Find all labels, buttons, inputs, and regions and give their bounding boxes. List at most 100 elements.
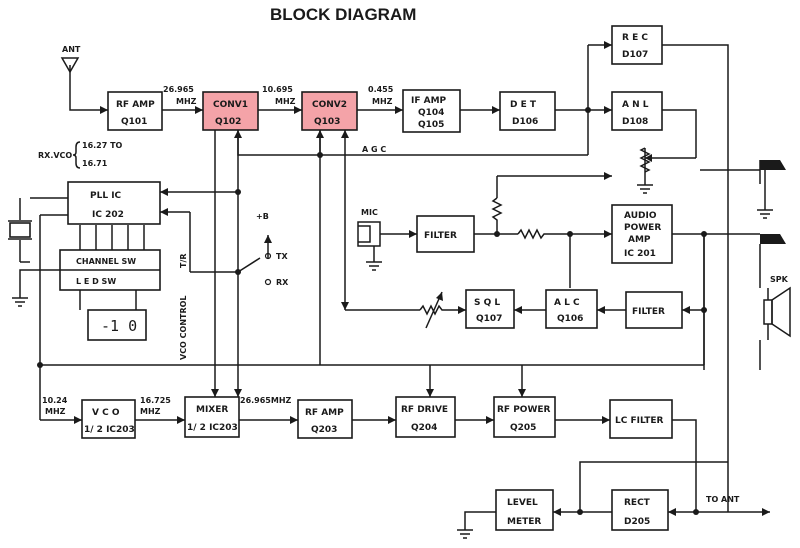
mic-label: MIC — [361, 208, 378, 217]
vco-block: V C O 1/ 2 IC203 — [81, 399, 136, 439]
svg-text:-1 0: -1 0 — [101, 317, 137, 335]
resistor-icon — [491, 147, 651, 240]
jack-icon — [760, 160, 786, 244]
svg-text:AUDIO: AUDIO — [624, 211, 657, 221]
svg-text:D205: D205 — [624, 517, 650, 527]
svg-text:16.27 TO: 16.27 TO — [82, 141, 123, 150]
svg-text:FILTER: FILTER — [632, 307, 665, 317]
svg-text:MHZ: MHZ — [45, 407, 66, 416]
svg-text:Q203: Q203 — [311, 425, 337, 435]
rx-vco-brace — [72, 141, 81, 169]
svg-text:FILTER: FILTER — [424, 231, 457, 241]
sql-q107-block: S Q L Q107 — [465, 289, 515, 329]
svg-text:Q104: Q104 — [418, 108, 444, 118]
rec-d107-block: R E C D107 — [611, 25, 663, 65]
svg-text:A N L: A N L — [622, 100, 649, 110]
svg-text:Q101: Q101 — [121, 117, 147, 127]
crystal-icon — [8, 220, 32, 240]
svg-text:0.455: 0.455 — [368, 85, 394, 94]
plus-b-label: +B — [256, 212, 269, 221]
arrowheads — [74, 41, 770, 516]
pll-ic202-block: PLL IC IC 202 — [67, 181, 161, 225]
svg-text:D107: D107 — [622, 50, 648, 60]
speaker-icon — [763, 286, 791, 340]
svg-text:RX.VCO: RX.VCO — [38, 151, 72, 160]
svg-text:MHZ: MHZ — [275, 97, 296, 106]
svg-text:RF AMP: RF AMP — [116, 100, 155, 110]
rect-d205-block: RECT D205 — [611, 489, 669, 531]
svg-text:CONV2: CONV2 — [312, 100, 347, 110]
svg-text:L E D SW: L E D SW — [76, 277, 116, 286]
rf-amp-q101-block: RF AMP Q101 — [107, 91, 163, 131]
svg-text:RF POWER: RF POWER — [497, 405, 551, 415]
svg-text:Q107: Q107 — [476, 314, 502, 324]
svg-text:MHZ: MHZ — [372, 97, 393, 106]
junctions — [37, 107, 707, 515]
svg-text:CHANNEL SW: CHANNEL SW — [76, 257, 136, 266]
rx-contact — [264, 278, 272, 286]
svg-text:1/ 2 IC203: 1/ 2 IC203 — [187, 423, 238, 433]
svg-text:10.695: 10.695 — [262, 85, 293, 94]
svg-text:AMP: AMP — [628, 235, 651, 245]
det-d106-block: D E T D106 — [499, 91, 556, 131]
rf-drive-block: RF DRIVE Q204 — [395, 396, 456, 438]
vco-control-label: VCO CONTROL — [179, 295, 188, 360]
lc-filter-block: LC FILTER — [609, 399, 673, 439]
rf-amp-q203-block: RF AMP Q203 — [297, 399, 353, 439]
svg-text:Q103: Q103 — [314, 117, 340, 127]
anl-d108-block: A N L D108 — [611, 91, 663, 131]
filter-block-1: FILTER — [416, 215, 475, 253]
svg-text:CONV1: CONV1 — [213, 100, 248, 110]
agc-label: A G C — [362, 145, 386, 154]
svg-text:S Q L: S Q L — [474, 298, 500, 308]
svg-text:LEVEL: LEVEL — [507, 498, 538, 508]
filter-block-2: FILTER — [625, 291, 683, 329]
svg-text:26.965MHZ: 26.965MHZ — [240, 396, 292, 405]
svg-text:RF DRIVE: RF DRIVE — [401, 405, 448, 415]
svg-text:1/ 2 IC203: 1/ 2 IC203 — [84, 425, 135, 435]
ant-label: ANT — [62, 45, 81, 54]
svg-text:MHZ: MHZ — [176, 97, 197, 106]
rf-power-block: RF POWER Q205 — [493, 396, 556, 438]
spk-label: SPK — [770, 275, 789, 284]
alc-q106-block: A L C Q106 — [545, 289, 598, 329]
svg-text:Q105: Q105 — [418, 120, 444, 130]
svg-text:A L C: A L C — [554, 298, 580, 308]
svg-text:LC FILTER: LC FILTER — [615, 416, 664, 426]
mixer-block: MIXER 1/ 2 IC203 — [184, 396, 240, 438]
svg-text:RF AMP: RF AMP — [305, 408, 344, 418]
tx-contact — [264, 252, 272, 260]
svg-text:V C O: V C O — [92, 408, 120, 418]
to-ant-label: TO ANT — [706, 495, 740, 504]
svg-text:IF AMP: IF AMP — [411, 96, 447, 106]
svg-text:10.24: 10.24 — [42, 396, 68, 405]
tx-label: TX — [276, 252, 288, 261]
svg-text:METER: METER — [507, 517, 541, 527]
svg-text:26.965: 26.965 — [163, 85, 194, 94]
svg-text:RECT: RECT — [624, 498, 651, 508]
svg-text:POWER: POWER — [624, 223, 661, 233]
svg-text:Q106: Q106 — [557, 314, 583, 324]
led-display: -1 0 — [87, 309, 147, 341]
svg-text:D E T: D E T — [510, 100, 537, 110]
svg-text:Q102: Q102 — [215, 117, 241, 127]
variable-resistor-icon — [419, 291, 445, 329]
svg-text:D108: D108 — [622, 117, 648, 127]
mic-icon — [357, 221, 381, 247]
conv2-q103-block: CONV2 Q103 — [301, 91, 358, 131]
antenna-icon — [60, 57, 80, 74]
rx-label: RX — [276, 278, 289, 287]
svg-text:16.725: 16.725 — [140, 396, 171, 405]
svg-text:Q204: Q204 — [411, 423, 437, 433]
svg-text:R E C: R E C — [622, 33, 648, 43]
if-amp-block: IF AMP Q104 Q105 — [402, 89, 461, 133]
svg-text:IC 202: IC 202 — [92, 210, 124, 220]
svg-text:MIXER: MIXER — [196, 405, 228, 415]
svg-text:IC 201: IC 201 — [624, 249, 656, 259]
diagram-title: BLOCK DIAGRAM — [270, 5, 416, 24]
svg-text:D106: D106 — [512, 117, 538, 127]
wires — [12, 44, 773, 539]
conv1-q102-block: CONV1 Q102 — [202, 91, 259, 131]
